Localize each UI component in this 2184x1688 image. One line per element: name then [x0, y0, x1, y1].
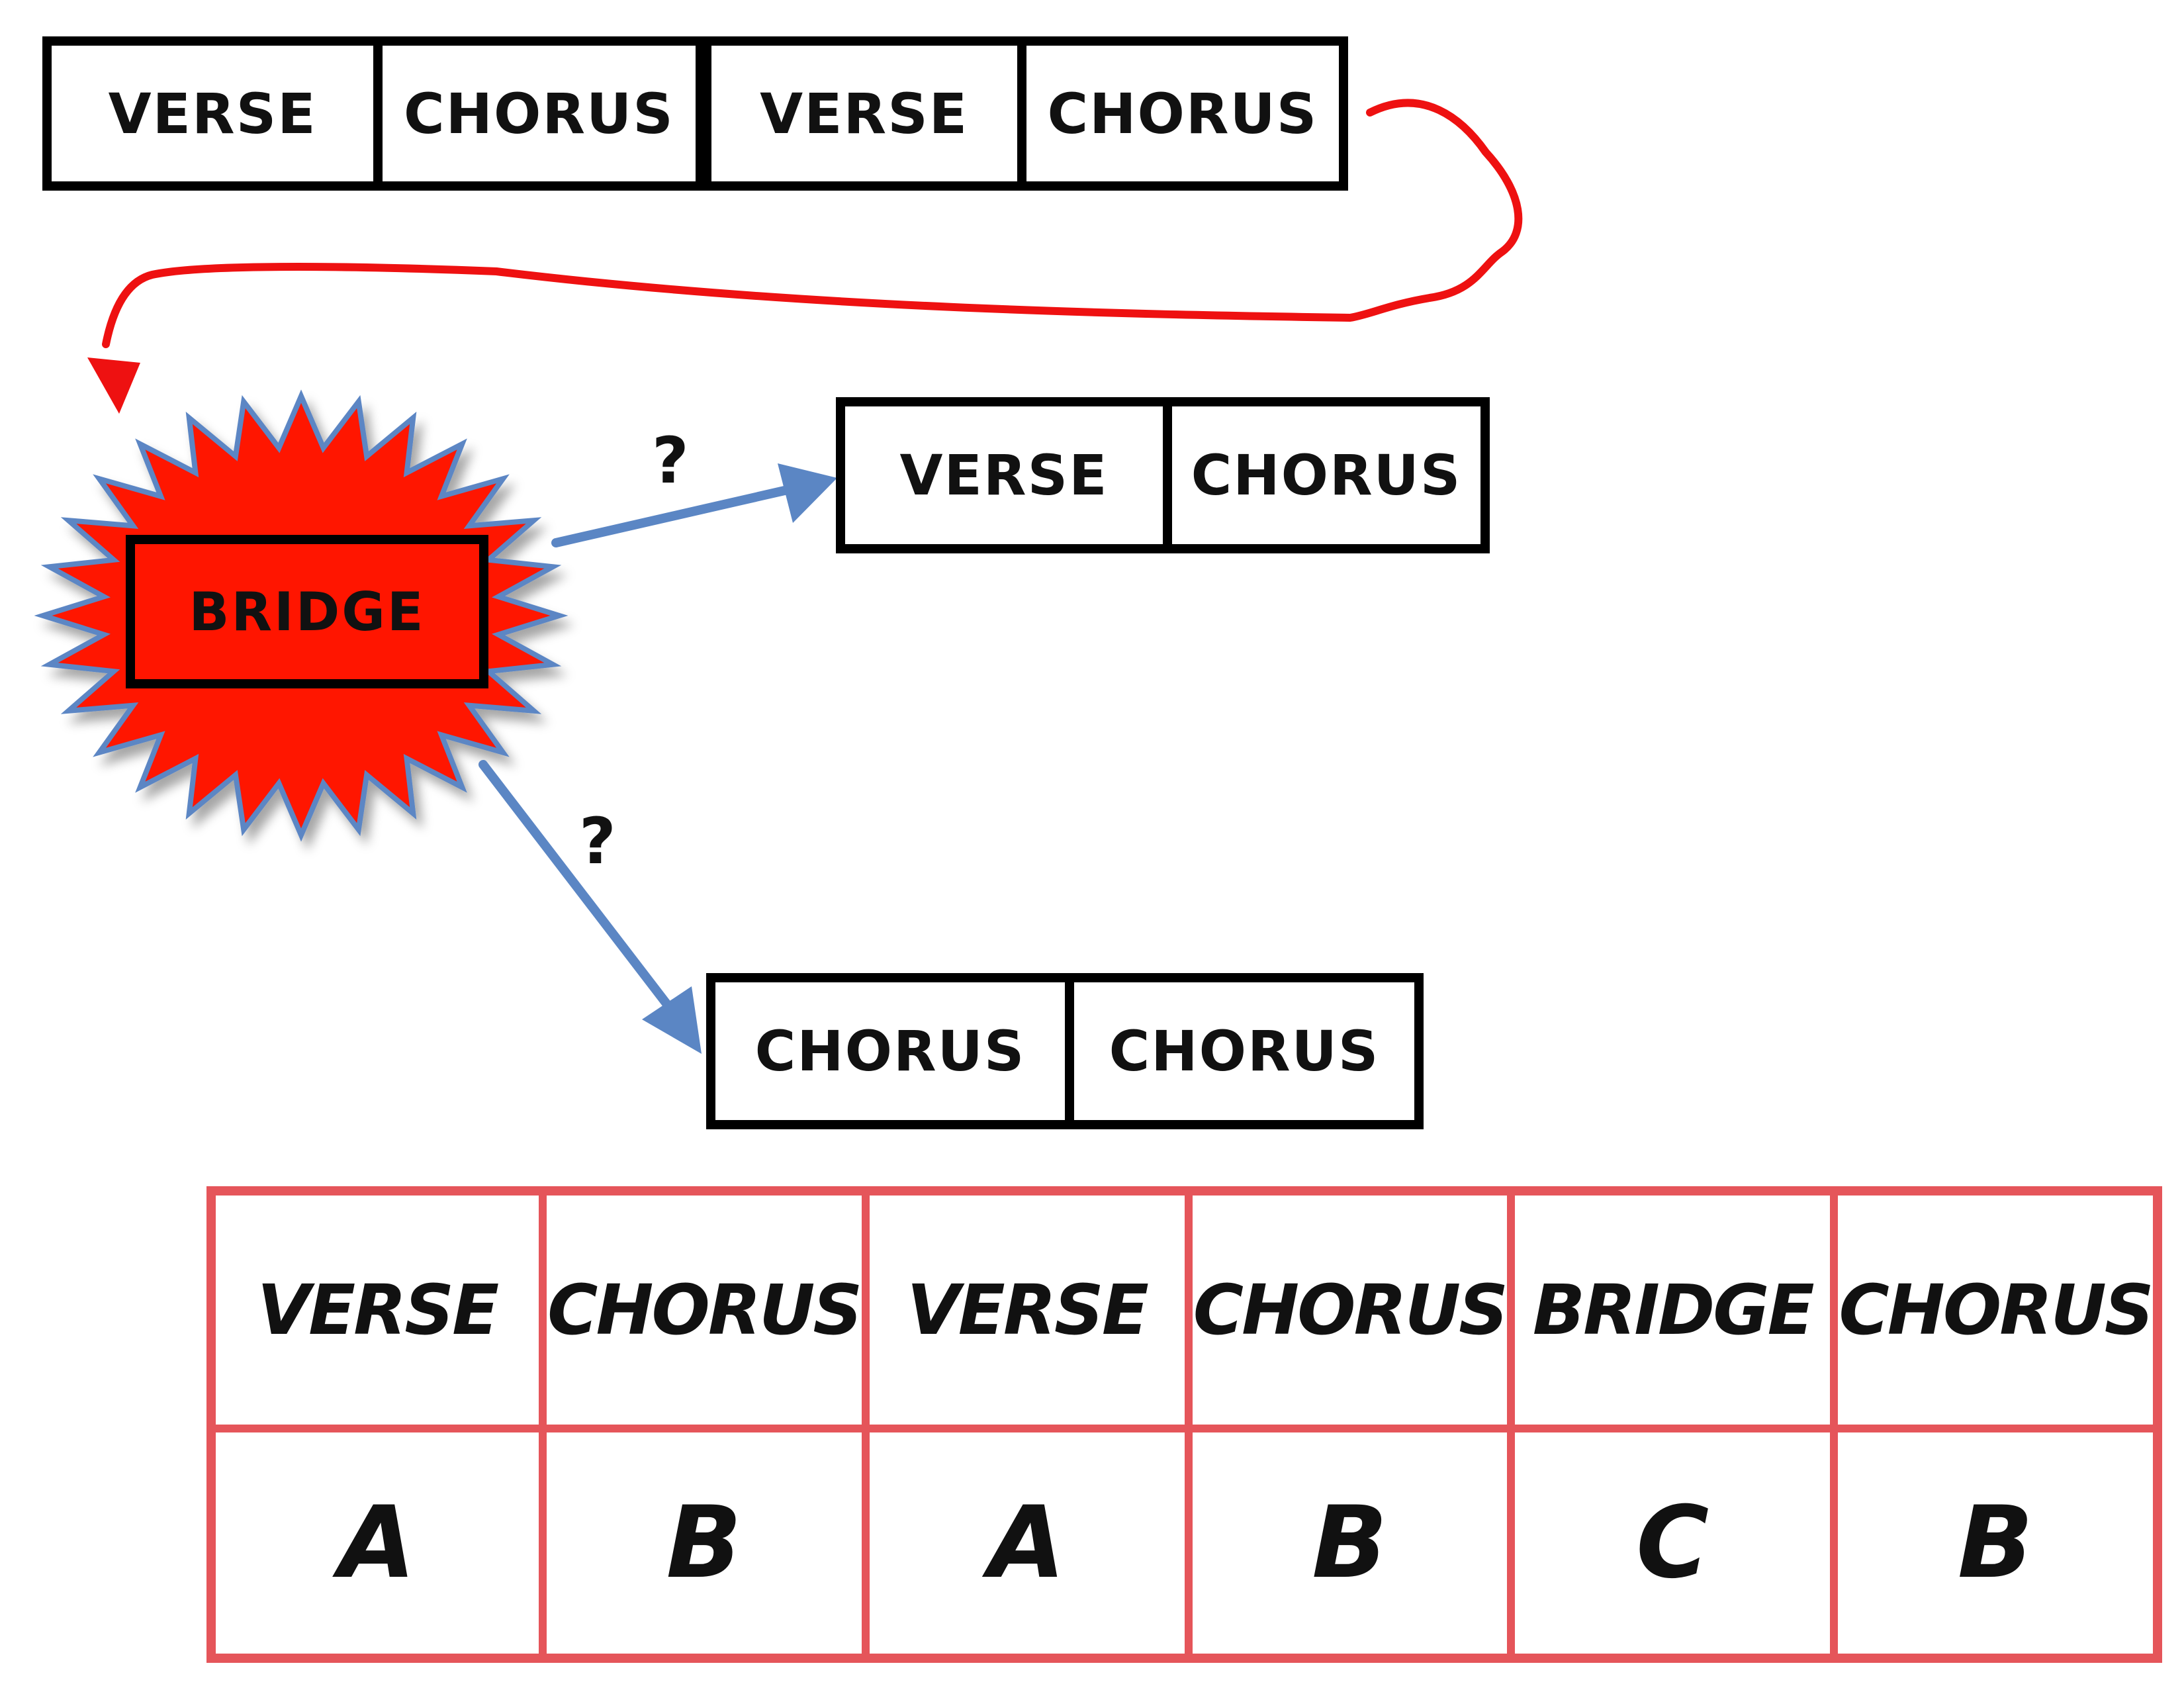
option-2-arrowhead: [642, 986, 702, 1054]
top-section-4: CHORUS: [1017, 46, 1339, 181]
form-section-4: CHORUS: [1184, 1196, 1508, 1425]
top-section-2: CHORUS: [373, 46, 695, 181]
option-2-question: ?: [579, 804, 616, 878]
option-2-section-1: CHORUS: [754, 1019, 1026, 1084]
option-2-sequence: CHORUS CHORUS: [706, 973, 1424, 1129]
option-1-section-2: CHORUS: [1163, 406, 1480, 544]
option-2-section-2: CHORUS: [1065, 982, 1414, 1120]
form-section-5: BRIDGE: [1507, 1196, 1830, 1425]
song-form-table: VERSE CHORUS VERSE CHORUS BRIDGE CHORUS …: [206, 1186, 2162, 1663]
option-2-arrow: [478, 760, 673, 1011]
top-section-1: VERSE: [108, 81, 317, 146]
bridge-box: BRIDGE: [126, 535, 488, 688]
top-sequence: VERSE CHORUS VERSE CHORUS: [42, 36, 1348, 191]
form-letter-1: A: [216, 1425, 539, 1654]
option-1-arrow: [551, 485, 792, 547]
form-section-6: CHORUS: [1830, 1196, 2154, 1425]
option-1-arrowhead: [778, 463, 837, 523]
loop-arrowhead: [87, 357, 140, 414]
form-letter-6: B: [1830, 1425, 2153, 1654]
form-section-1: VERSE: [257, 1270, 500, 1350]
form-letter-4: B: [1184, 1425, 1508, 1654]
form-letter-3: A: [861, 1425, 1185, 1654]
form-letter-2: B: [538, 1425, 862, 1654]
option-1-question: ?: [652, 424, 689, 498]
form-section-3: VERSE: [861, 1196, 1185, 1425]
option-1-sequence: VERSE CHORUS: [836, 397, 1490, 553]
option-1-section-1: VERSE: [899, 443, 1109, 508]
form-letter-5: C: [1507, 1425, 1831, 1654]
top-section-3: VERSE: [695, 46, 1017, 181]
form-section-2: CHORUS: [538, 1196, 862, 1425]
